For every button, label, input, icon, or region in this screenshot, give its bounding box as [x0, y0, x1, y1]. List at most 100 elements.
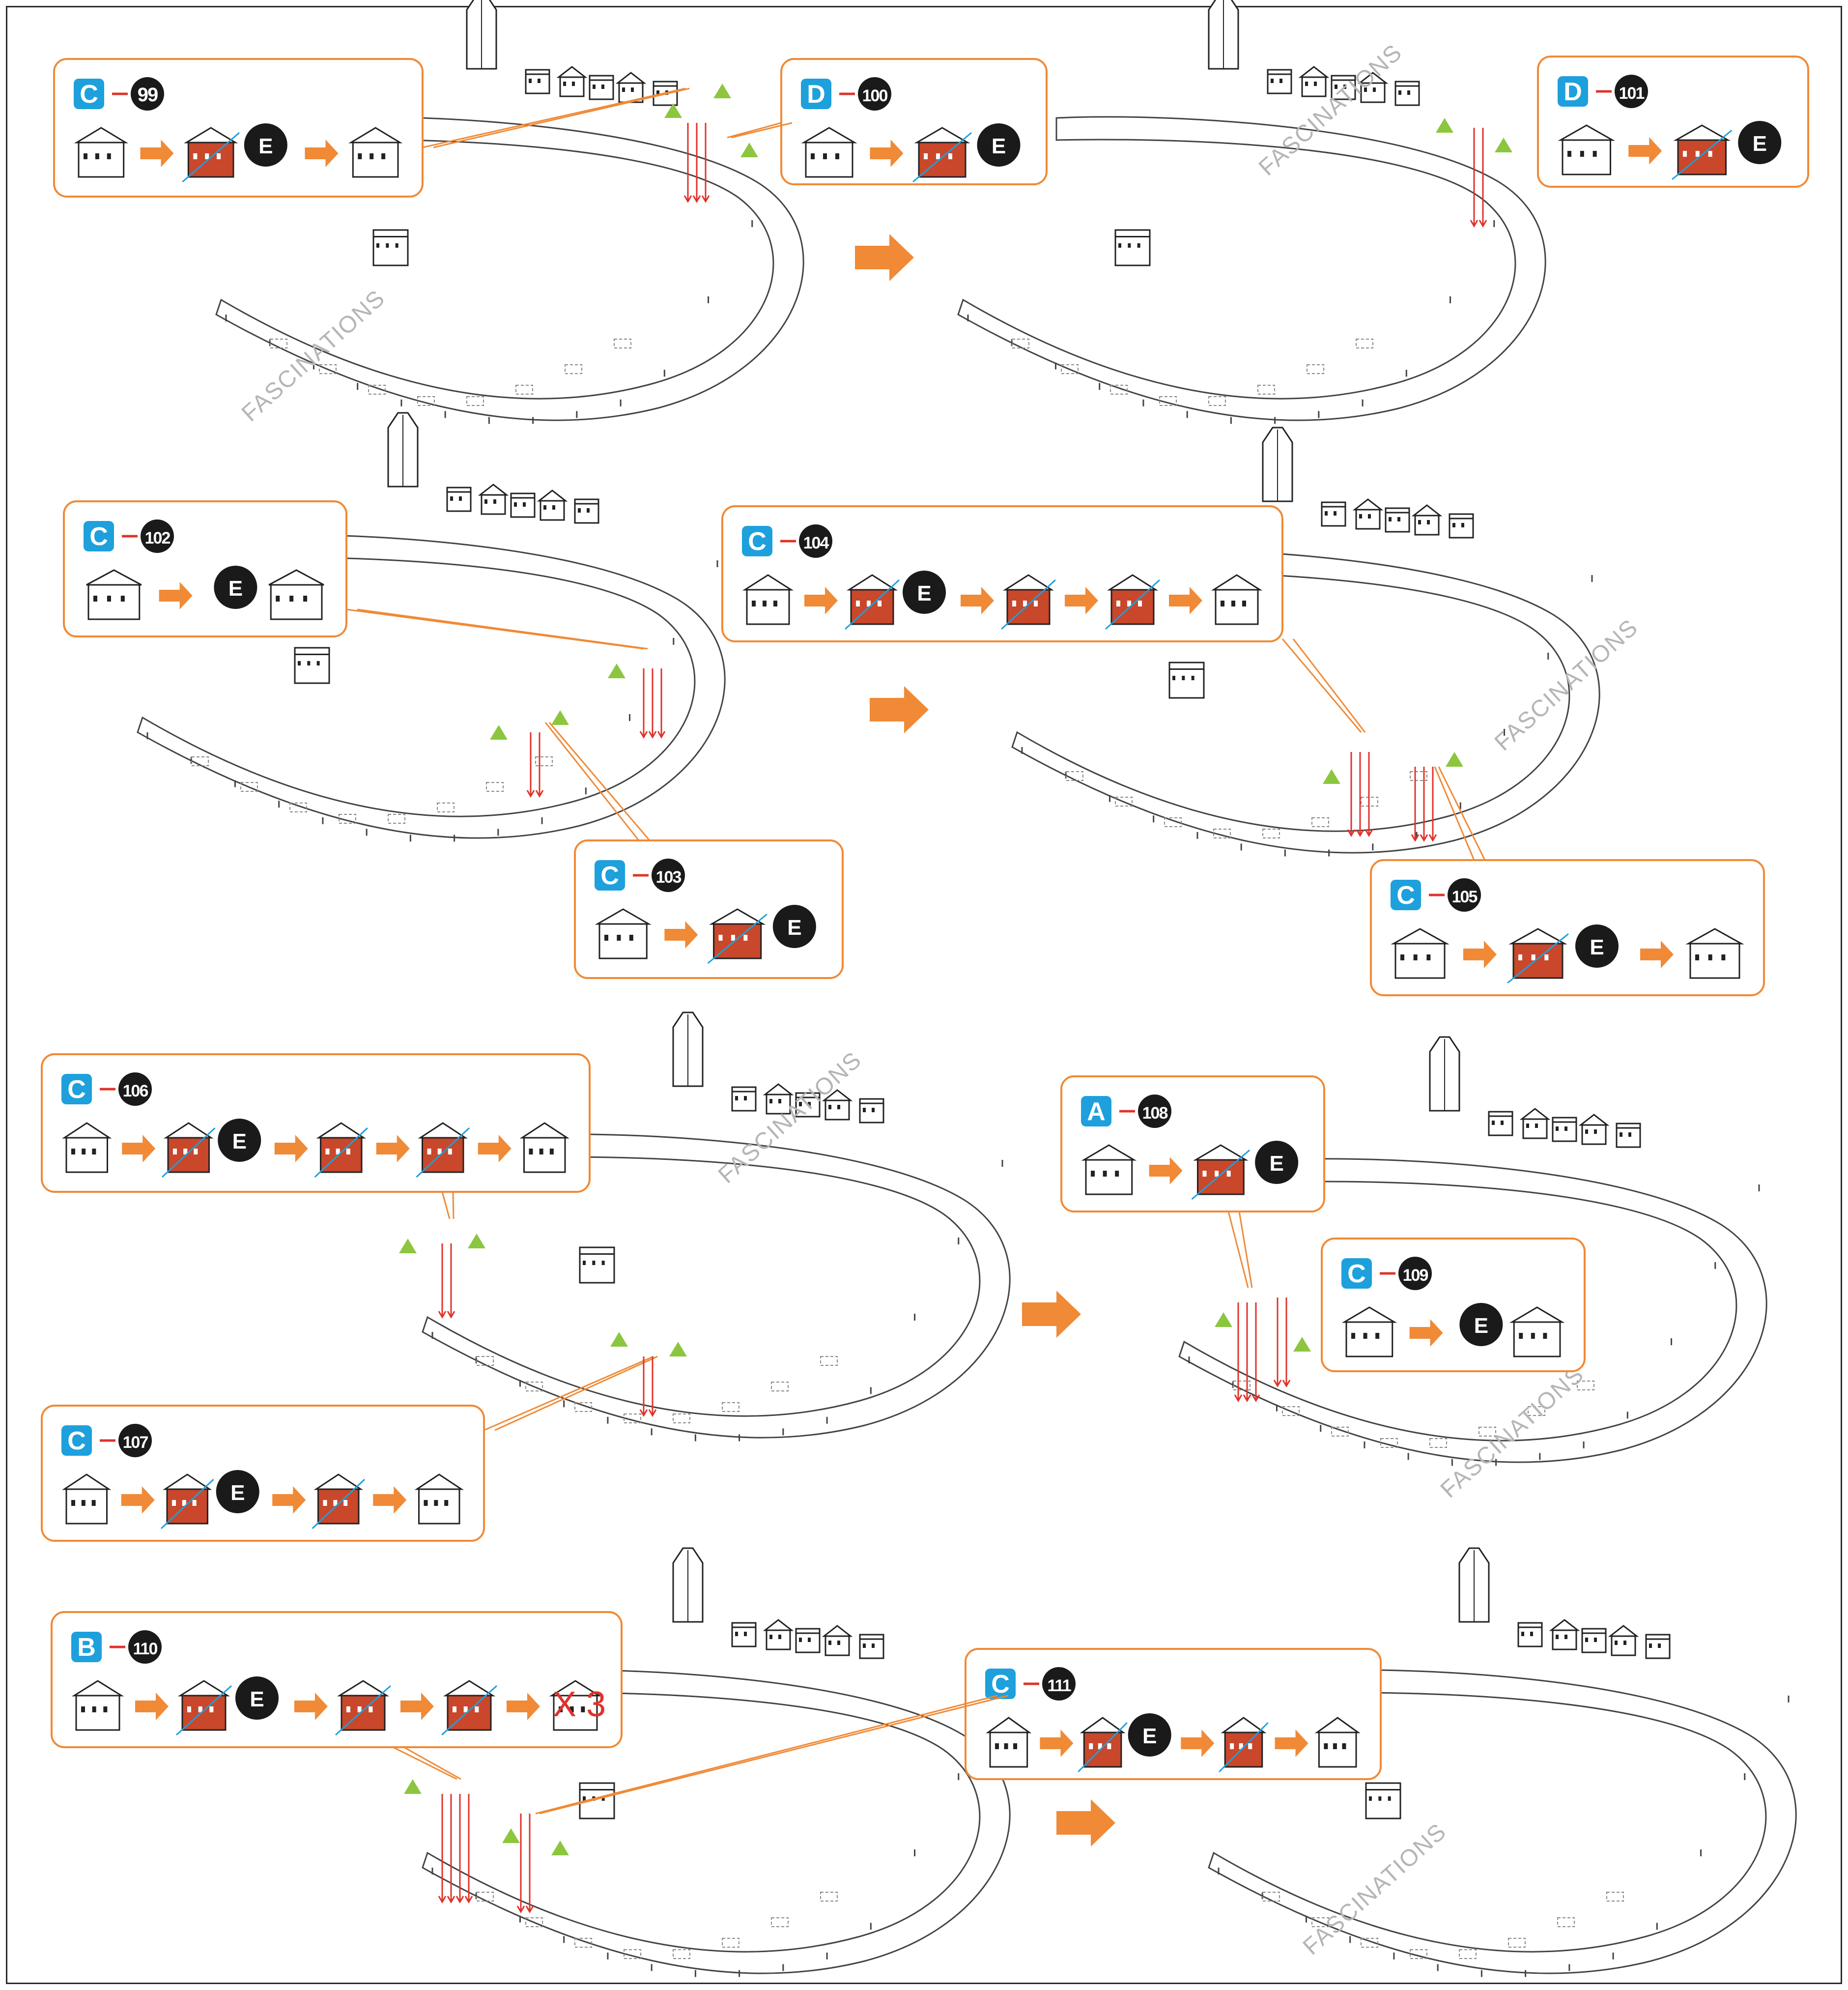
sheet-badge	[61, 1074, 92, 1104]
step-badge	[1042, 1667, 1076, 1701]
building-footprint	[1233, 1381, 1251, 1390]
building-footprint	[1557, 1917, 1575, 1928]
glue-badge	[772, 905, 816, 948]
street-building	[478, 484, 509, 515]
next-stage-arrow	[1022, 1291, 1081, 1338]
callout-connector	[494, 1356, 658, 1431]
part-illustration	[176, 1680, 232, 1736]
building-footprint	[1429, 1438, 1447, 1448]
callout-connector	[1227, 1211, 1249, 1288]
assembly-stage	[215, 0, 804, 424]
fold-indicator	[707, 913, 768, 964]
flow-arrow	[1640, 941, 1674, 968]
flow-arrow	[804, 587, 838, 614]
street-building	[1411, 504, 1443, 536]
street-building	[859, 1634, 884, 1659]
part-illustration	[268, 569, 324, 620]
corner-building	[1168, 662, 1205, 699]
tab-marker	[1495, 138, 1512, 152]
glue-badge	[1255, 1141, 1299, 1184]
glue-label: E	[232, 1129, 247, 1154]
street-building	[1357, 72, 1389, 103]
street-building	[1267, 69, 1292, 94]
part-illustration	[707, 908, 768, 964]
sheet-badge	[84, 521, 114, 551]
sheet-letter: C	[80, 80, 98, 109]
building-footprint	[240, 782, 258, 792]
street-building	[795, 1628, 821, 1653]
glue-badge	[977, 123, 1021, 167]
flow-arrow	[1463, 941, 1497, 968]
part-illustration	[1078, 1717, 1128, 1773]
building-footprint	[673, 1949, 690, 1959]
glue-label: E	[1753, 132, 1767, 156]
building-footprint	[1110, 384, 1128, 395]
building-footprint	[574, 1937, 592, 1948]
part-illustration	[74, 127, 129, 178]
track-band	[422, 1133, 1011, 1439]
assembly-stage	[957, 0, 1546, 424]
building-footprint	[820, 1892, 838, 1902]
sheet-badge	[742, 526, 772, 556]
placement-arrowhead	[1251, 1394, 1260, 1402]
step-badge	[799, 524, 832, 558]
step-badge	[141, 519, 174, 553]
street-building	[1578, 1114, 1610, 1145]
building-footprint	[339, 813, 356, 824]
watermark: FASCINATIONS	[237, 285, 390, 427]
building-footprint	[1356, 339, 1373, 348]
step-number: 106	[123, 1082, 148, 1100]
street-building	[1552, 1117, 1577, 1142]
street-building	[1321, 501, 1346, 527]
placement-arrowhead	[1365, 829, 1373, 837]
flow-arrow	[1181, 1730, 1215, 1757]
street-building	[1449, 513, 1474, 539]
building-footprint	[1311, 817, 1329, 827]
placement-arrowhead	[447, 1311, 455, 1319]
step-badge	[118, 1072, 152, 1106]
street-building	[822, 1625, 853, 1656]
sheet-badge	[1391, 880, 1421, 910]
corner-building	[1365, 1782, 1401, 1819]
placement-arrowhead	[639, 1409, 648, 1417]
next-stage-arrow	[870, 686, 929, 733]
part-illustration	[1509, 1306, 1565, 1357]
callout-connector	[1438, 766, 1486, 861]
sheet-letter: D	[807, 80, 825, 109]
corner-building	[579, 1246, 615, 1284]
building-footprint	[319, 364, 337, 375]
part-illustration	[519, 1122, 570, 1173]
step-badge	[1138, 1095, 1171, 1128]
part-illustration	[1314, 1717, 1361, 1768]
placement-arrowhead	[1478, 220, 1487, 228]
flow-arrow	[121, 1486, 155, 1514]
street-building	[795, 1092, 821, 1118]
street-building	[1352, 498, 1384, 530]
flow-arrow	[122, 1135, 156, 1162]
part-illustration	[1391, 928, 1450, 979]
placement-arrowhead	[1282, 1380, 1291, 1387]
tower-building	[1208, 0, 1239, 70]
street-building	[731, 1622, 757, 1647]
part-illustration	[1191, 1144, 1251, 1200]
building-footprint	[1528, 1406, 1545, 1416]
assembly-stage	[137, 412, 726, 842]
sheet-letter: C	[89, 522, 108, 551]
fold-indicator	[441, 1685, 497, 1736]
sheet-badge	[71, 1632, 102, 1662]
building-footprint	[1115, 797, 1133, 807]
step-badge	[118, 1424, 152, 1457]
tower-building	[1262, 427, 1293, 502]
sheet-letter: D	[1564, 78, 1582, 106]
callout-connector	[731, 122, 793, 139]
placement-arrowhead	[1347, 829, 1356, 837]
step-number: 103	[656, 868, 682, 887]
fold-indicator	[160, 1478, 214, 1529]
part-illustration	[986, 1717, 1032, 1768]
placement-arrowhead	[1356, 829, 1365, 837]
track-band	[215, 116, 804, 421]
tower-building	[387, 412, 419, 488]
tab-marker	[1215, 1312, 1232, 1327]
